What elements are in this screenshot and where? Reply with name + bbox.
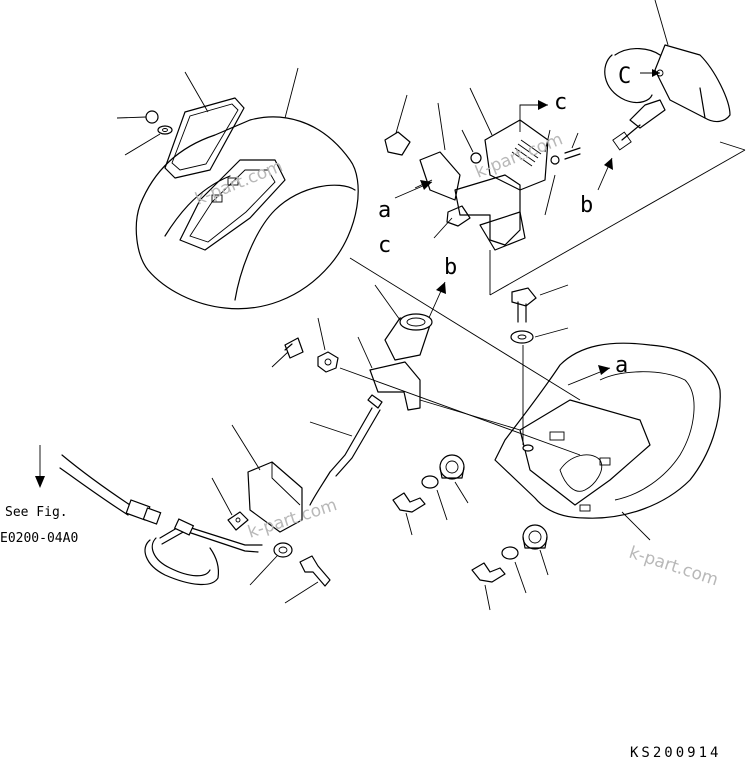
controller-box	[231, 424, 303, 533]
small-screw	[284, 337, 304, 359]
watermark-2: k-part.com	[472, 129, 565, 182]
see-fig-number: E0200-04A0	[0, 531, 78, 546]
base-plate	[494, 342, 721, 541]
label-b-right: b	[580, 193, 593, 218]
wiring-harness	[59, 454, 263, 585]
cover-plate	[164, 97, 245, 179]
rubber-mounts	[392, 454, 549, 611]
arrow-b-middle	[427, 281, 446, 321]
label-b-middle: b	[444, 255, 457, 280]
washer-bolt-lower-left	[249, 542, 331, 604]
label-c-middle: c	[378, 233, 391, 258]
see-fig-note: See Fig.	[5, 505, 68, 520]
drawing-code: KS200914	[630, 745, 721, 761]
bolt-washer-base-top	[510, 284, 569, 445]
see-fig-arrow	[35, 445, 45, 488]
arrow-b-right	[597, 157, 613, 191]
arrow-c-upper	[519, 100, 548, 132]
clamp-bracket	[369, 361, 421, 411]
screw-washer-upper	[145, 110, 173, 135]
label-a-upper: a	[378, 198, 391, 223]
label-C-plug: C	[618, 64, 631, 89]
connector-line-c	[349, 257, 581, 401]
leader-lines-top-left	[116, 67, 299, 156]
watermark-1: k-part.com	[192, 156, 285, 209]
bracket-frame-lines	[489, 141, 746, 296]
arrow-a-upper	[394, 180, 433, 199]
switch-bracket-assembly	[384, 119, 581, 251]
watermark-4: k-part.com	[626, 543, 720, 591]
label-a-lower: a	[615, 353, 628, 378]
nut	[317, 351, 339, 373]
leader-lines-middle	[271, 284, 581, 456]
arrow-a-lower	[567, 365, 611, 386]
watermark-3: k-part.com	[245, 495, 339, 543]
bushing	[384, 313, 433, 361]
seat-cover	[135, 116, 359, 310]
label-c-upper: c	[554, 90, 567, 115]
sensor-cable	[309, 394, 383, 506]
connector-plug	[604, 0, 731, 151]
